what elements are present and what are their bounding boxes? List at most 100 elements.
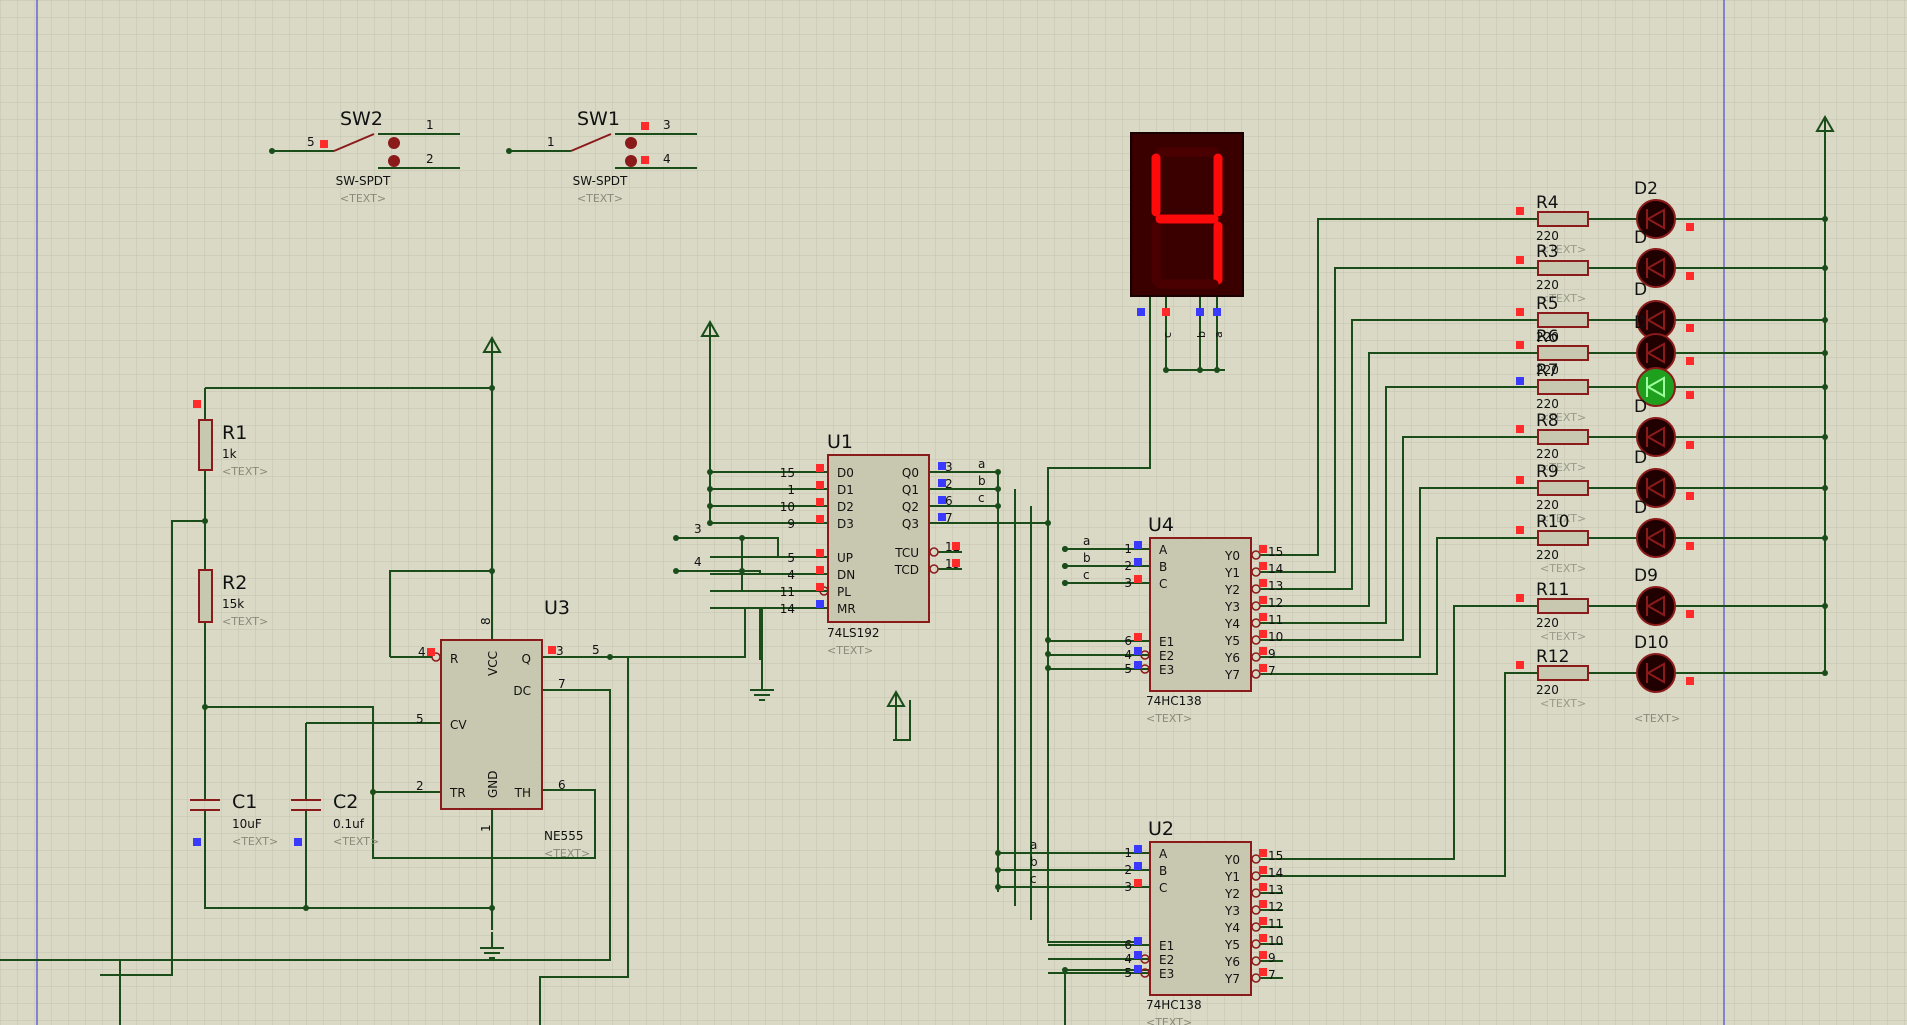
pin-marker	[1259, 630, 1267, 638]
junction-dot	[1822, 216, 1828, 222]
dec-net-label: b	[1030, 855, 1038, 869]
pin-marker	[938, 513, 946, 521]
dec-pin-num: 6	[1124, 634, 1132, 648]
switch-blade	[570, 133, 612, 152]
dec-pin-name: E3	[1159, 663, 1174, 677]
pin-marker	[1134, 965, 1142, 973]
power-symbol	[482, 335, 502, 388]
junction-dot	[489, 568, 495, 574]
resistor-value: 220	[1536, 447, 1559, 461]
pin-marker	[1516, 308, 1524, 316]
pin-marker	[1516, 207, 1524, 215]
dec-pin-num: 9	[1268, 647, 1276, 661]
u1-pin-num: 15	[780, 466, 795, 480]
timing-network[interactable]: R11k<TEXT>R215k<TEXT>C110uF<TEXT>C20.1uf…	[190, 419, 379, 848]
resistor-body	[1537, 530, 1589, 546]
dec-pin-name: A	[1159, 847, 1168, 861]
u3-net-5: 5	[592, 643, 600, 657]
u1-net-label: b	[978, 474, 986, 488]
u1-pin-num: 7	[945, 511, 953, 525]
led-off	[1636, 518, 1676, 558]
pin-marker	[1259, 900, 1267, 908]
switch-part: SW-SPDT	[336, 174, 391, 188]
pin-marker	[1686, 492, 1694, 500]
dec-pin-num: 10	[1268, 630, 1283, 644]
pin-marker	[427, 648, 435, 656]
dec-pin-num: 15	[1268, 849, 1283, 863]
chip-body	[440, 639, 543, 810]
pin-marker	[1516, 341, 1524, 349]
dec-pin-num: 14	[1268, 562, 1283, 576]
switch-pin-left: 5	[307, 135, 315, 149]
chip-ref: U3	[544, 597, 570, 619]
r2-value: 15k	[222, 597, 244, 611]
dec-pin-name: Y5	[1224, 634, 1240, 648]
u3-pin-name: Q	[522, 652, 531, 666]
dec-pin-num: 12	[1268, 596, 1283, 610]
resistor-body	[1537, 345, 1589, 361]
wire	[893, 700, 911, 741]
pin-marker	[641, 156, 649, 164]
u3-pin-num: 3	[556, 644, 564, 658]
junction-dot	[489, 905, 495, 911]
dec-output-bubble	[1251, 550, 1261, 560]
u3-pin-num: 6	[558, 778, 566, 792]
u3-pin-num: 7	[558, 677, 566, 691]
r2-ref: R2	[222, 572, 247, 594]
dec-net-label: c	[1083, 568, 1090, 582]
pin-marker	[816, 515, 824, 523]
chip-part: 74LS192	[827, 626, 879, 640]
u1-pin-name: D0	[837, 466, 854, 480]
pin-marker	[193, 400, 201, 408]
led-off	[1636, 653, 1676, 693]
dec-pin-num: 13	[1268, 883, 1283, 897]
pin-marker	[938, 479, 946, 487]
pin-marker	[1259, 866, 1267, 874]
junction-dot	[1045, 665, 1051, 671]
dec-pin-num: 3	[1124, 576, 1132, 590]
pin-marker	[1686, 223, 1694, 231]
junction-dot	[1822, 265, 1828, 271]
dec-pin-num: 13	[1268, 579, 1283, 593]
dec-pin-num: 10	[1268, 934, 1283, 948]
dec-pin-name: Y4	[1224, 921, 1240, 935]
resistor-ref: R6	[1536, 327, 1559, 347]
pin-marker	[816, 600, 824, 608]
switch-pin-left: 1	[547, 135, 555, 149]
dec-pin-name: Y2	[1224, 583, 1240, 597]
dec-output-bubble	[1251, 618, 1261, 628]
junction-dot	[1822, 384, 1828, 390]
pin-marker	[1134, 633, 1142, 641]
chip-text: <TEXT>	[544, 847, 590, 860]
c2-ref: C2	[333, 791, 358, 813]
ground-symbol	[480, 932, 504, 959]
resistor-text: <TEXT>	[1540, 630, 1586, 643]
switch-pin-top: 1	[426, 118, 434, 132]
wire	[1283, 386, 1538, 624]
chip-part: 74HC138	[1146, 694, 1202, 708]
chip-part: 74HC138	[1146, 998, 1202, 1012]
dec-pin-name: Y3	[1224, 600, 1240, 614]
pin-marker	[1516, 476, 1524, 484]
wire	[539, 656, 629, 1025]
pin-marker	[1134, 879, 1142, 887]
switch-pin-top: 3	[663, 118, 671, 132]
